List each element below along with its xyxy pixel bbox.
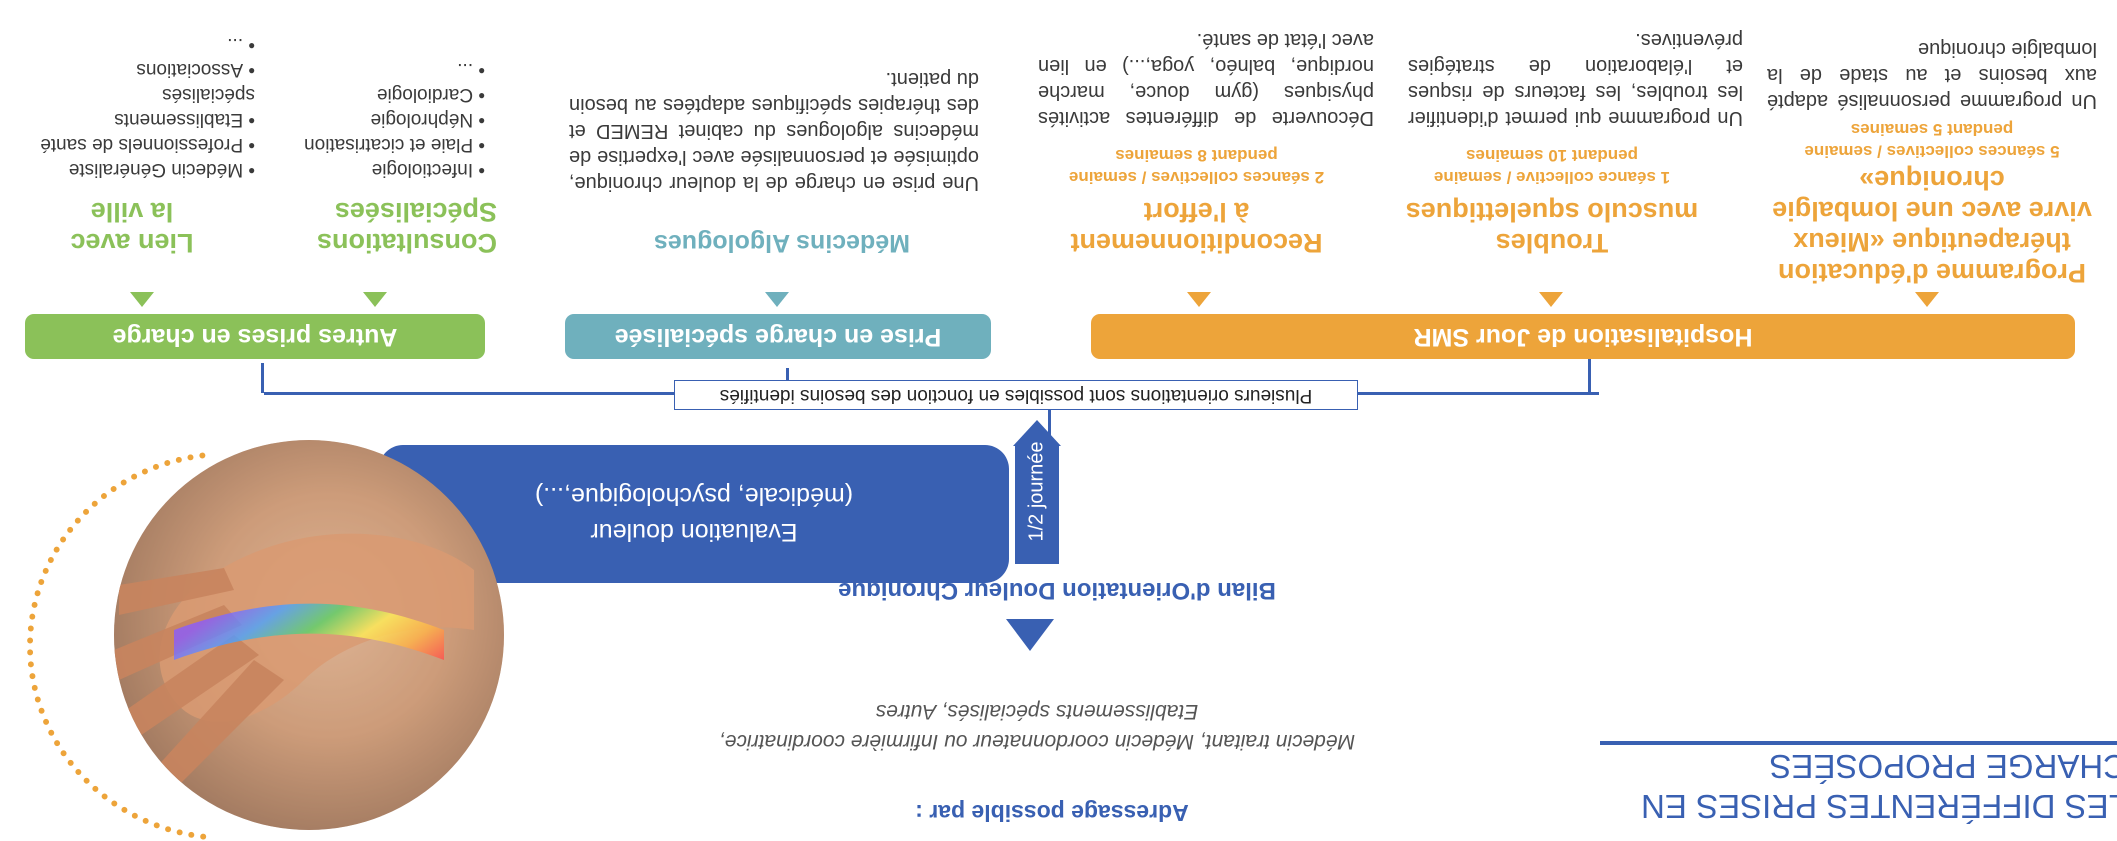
hand-photo — [114, 440, 504, 830]
referral-text: Médecin traitant, Médecin coordonnateur … — [657, 696, 1417, 756]
hdj-col1-sub-l2: pendant 5 semaines — [1850, 120, 2014, 139]
hdj-col1-title: Programme d'éducation thérapeutique «Mie… — [1762, 164, 2102, 288]
referral-arrow — [1006, 619, 1054, 651]
triangle-hdj-2 — [1539, 292, 1563, 307]
hdj-col1-sub-l1: 5 séances collectives / semaine — [1804, 142, 2060, 161]
hdj-col2-sub-l2: pendant 10 semaines — [1466, 146, 1638, 165]
hdj-col3-title: Reconditionnement à l'effort — [1024, 196, 1369, 258]
rainbow-light — [174, 603, 444, 660]
bilan-box-line2: (médicale, psychologique,...) — [534, 482, 854, 510]
hdj-col3-sub-l1: 2 séances collectives / semaine — [1068, 168, 1325, 187]
duration-label: 1/2 journée — [1023, 424, 1051, 560]
referral-heading: Adressage possible par : — [915, 800, 1189, 826]
other-col2-list: Médecin Généraliste Professionnels de sa… — [20, 32, 255, 182]
hdj-col1-title-l4: chronique» — [1859, 165, 2005, 195]
list-item: ... — [20, 32, 255, 57]
finger-shape — [154, 660, 284, 790]
hdj-col1-title-l3: vivre avec une lombalgie — [1772, 196, 2092, 226]
duration-arrow: 1/2 journée — [1013, 420, 1061, 564]
hdj-col3-text: Découverte de différentes activités phys… — [1038, 29, 1374, 129]
other-col1-title-l1: Consultations — [317, 228, 497, 258]
other-col2-title-l1: Lien avec — [70, 228, 194, 258]
other-col1-list: Infectiologie Plaie et cicatrisation Nép… — [245, 57, 485, 182]
finger-shape — [119, 568, 234, 615]
pill-hdj: Hospitalisation de Jour SMR — [1091, 314, 2075, 359]
triangle-other-2 — [130, 292, 154, 307]
pill-specialised: Prise en charge spécialisée — [565, 314, 991, 359]
orientation-note: Plusieurs orientations sont possibles en… — [674, 380, 1358, 410]
hdj-col1-title-l1: Programme d'éducation — [1778, 258, 2086, 288]
list-item: Cardiologie — [245, 82, 485, 107]
list-item: Médecin Généraliste — [20, 157, 255, 182]
connector-hdj — [1588, 357, 1591, 393]
hand-photo-svg — [114, 440, 504, 830]
orientation-note-text: Plusieurs orientations sont possibles en… — [719, 385, 1313, 406]
pill-hdj-label: Hospitalisation de Jour SMR — [1413, 323, 1753, 351]
page-title-line1: LES DIFFÉRENTES PRISES EN — [1641, 788, 2117, 825]
list-item: Plaie et cicatrisation — [245, 132, 485, 157]
pill-other: Autres prises en charge — [25, 314, 485, 359]
pill-specialised-label: Prise en charge spécialisée — [614, 323, 942, 351]
connector-other — [261, 363, 264, 393]
hdj-col2-sub-l1: 1 séance collective / semaine — [1433, 168, 1671, 187]
hdj-col1-title-l2: thérapeutique «Mieux — [1793, 227, 2071, 257]
list-item: Associations — [20, 57, 255, 82]
other-col2-title-l2: la ville — [90, 197, 174, 227]
hdj-col2-text: Un programme qui permet d'identifier les… — [1408, 29, 1743, 129]
list-item: Néphrologie — [245, 107, 485, 132]
list-item: Professionnels de santé — [20, 132, 255, 157]
hdj-col2-title: Troubles musculo squelettiques — [1362, 196, 1742, 258]
hdj-col3-sub-l2: pendant 8 semaines — [1115, 146, 1278, 165]
triangle-hdj-1 — [1915, 292, 1939, 307]
title-divider — [1600, 741, 2117, 745]
other-col2-title: Lien avec la ville — [27, 196, 237, 258]
triangle-other-1 — [363, 292, 387, 307]
hdj-col3-sub: 2 séances collectives / semaine pendant … — [1024, 144, 1369, 188]
other-col1-title: Consultations Spécialisées — [257, 196, 497, 258]
finger-shape — [119, 635, 259, 740]
other-col1-title-l2: Spécialisées — [334, 197, 497, 227]
specialised-text: Une prise en charge de la douleur chroni… — [569, 68, 979, 194]
page-title-line2: CHARGE PROPOSÉES — [1769, 748, 2117, 785]
hdj-col3-title-l2: à l'effort — [1143, 197, 1250, 227]
hdj-col1-text: Un programme personnalisé adapté aux bes… — [1767, 38, 2097, 112]
list-item: ... — [245, 57, 485, 82]
bilan-connector — [1048, 410, 1051, 445]
page-title: LES DIFFÉRENTES PRISES EN CHARGE PROPOSÉ… — [1641, 746, 2117, 826]
hdj-col2-title-l1: Troubles — [1495, 228, 1609, 258]
pill-other-label: Autres prises en charge — [112, 323, 398, 351]
list-item: Etablissements spécialisés — [20, 82, 255, 132]
hdj-col1-sub: 5 séances collectives / semaine pendant … — [1762, 118, 2102, 162]
hdj-col2-sub: 1 séance collective / semaine pendant 10… — [1362, 144, 1742, 188]
hdj-col3-title-l1: Reconditionnement — [1070, 228, 1323, 258]
hdj-col2-title-l2: musculo squelettiques — [1405, 197, 1699, 227]
list-item: Infectiologie — [245, 157, 485, 182]
specialised-title: Médecins Algologues — [653, 229, 911, 257]
branch-line-left — [1358, 392, 1599, 395]
triangle-hdj-3 — [1187, 292, 1211, 307]
referral-line1: Médecin traitant, Médecin coordonnateur … — [718, 730, 1356, 753]
duration-text: 1/2 journée — [1025, 441, 1048, 543]
triangle-specialised — [765, 292, 789, 307]
referral-line2: Etablissements spécialisés, Autres — [875, 700, 1199, 723]
